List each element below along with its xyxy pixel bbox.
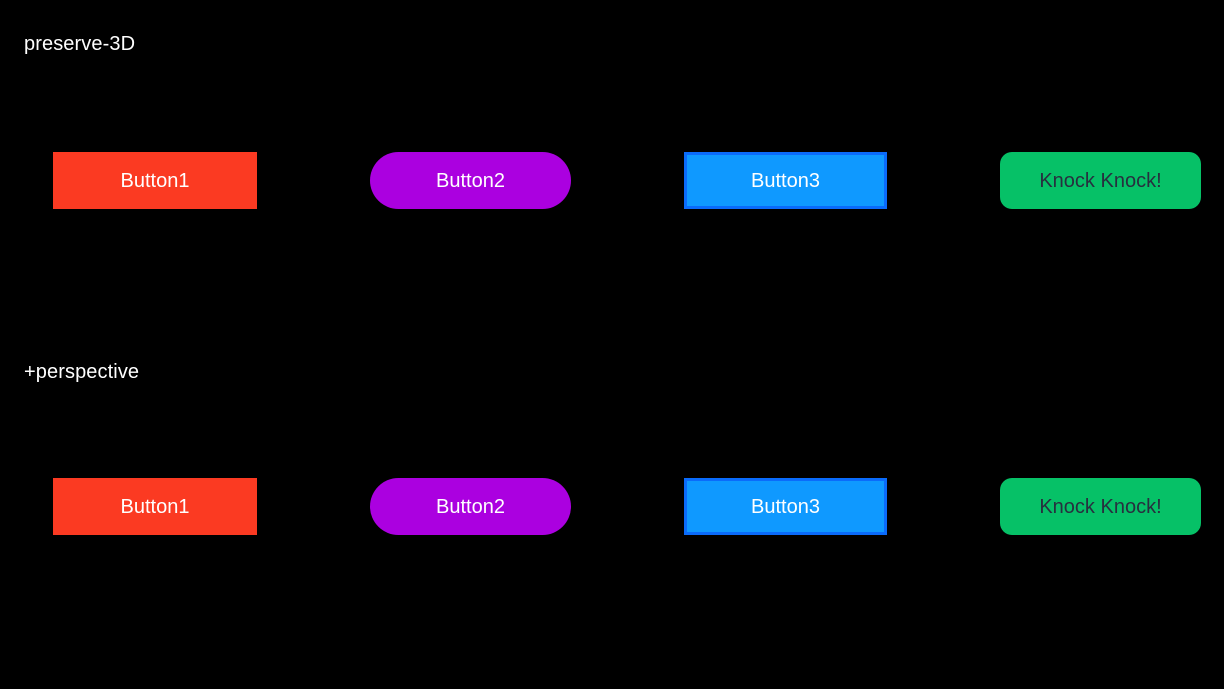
button-1-perspective[interactable]: Button1 [53,478,257,535]
section-label-preserve-3d: preserve-3D [24,33,136,55]
button-row-preserve-3d: Button1 Button2 Button3 Knock Knock! [0,152,1224,210]
section-label-perspective: +perspective [24,361,140,383]
knock-knock-button-perspective[interactable]: Knock Knock! [1000,478,1201,535]
button-1-preserve-3d[interactable]: Button1 [53,152,257,209]
knock-knock-button-preserve-3d[interactable]: Knock Knock! [1000,152,1201,209]
button-2-perspective[interactable]: Button2 [370,478,571,535]
button-row-perspective: Button1 Button2 Button3 Knock Knock! [0,478,1224,536]
button-3-preserve-3d[interactable]: Button3 [684,152,887,209]
button-3-perspective[interactable]: Button3 [684,478,887,535]
button-2-preserve-3d[interactable]: Button2 [370,152,571,209]
